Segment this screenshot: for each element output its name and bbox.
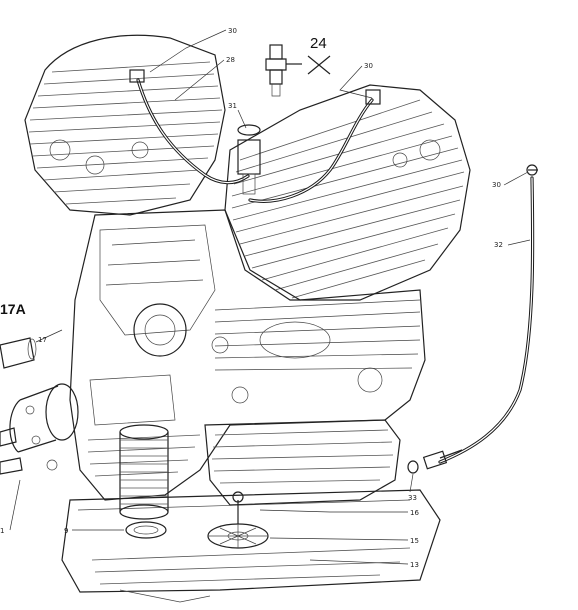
callout-1: 1 xyxy=(0,527,4,535)
left-exploded-parts xyxy=(0,337,79,475)
oil-pressure-sender xyxy=(265,44,302,97)
callout-labels: 30 28 24 30 31 30 32 17A 17 33 16 15 13 … xyxy=(0,27,503,569)
left-cylinder-fins xyxy=(28,61,223,205)
external-oil-line xyxy=(422,164,538,470)
callout-15: 15 xyxy=(410,537,419,545)
callout-24: 24 xyxy=(310,35,327,52)
callout-31: 31 xyxy=(228,102,237,110)
callout-32: 32 xyxy=(494,241,503,249)
oil-filter-cartridge xyxy=(119,424,169,520)
gearbox-housing xyxy=(204,419,401,506)
oil-pickup-strainer xyxy=(207,491,269,549)
callout-28: 28 xyxy=(226,56,235,64)
callout-30-far: 30 xyxy=(492,181,501,189)
right-cylinder-fins xyxy=(231,99,465,299)
filter-seal-ring xyxy=(125,521,167,539)
callout-16: 16 xyxy=(410,509,419,517)
callout-9: 9 xyxy=(64,527,68,535)
crankcase xyxy=(69,209,426,501)
leader-lines xyxy=(9,29,531,565)
callout-30-right: 30 xyxy=(364,62,373,70)
breather-hose-left xyxy=(129,69,250,185)
callout-33: 33 xyxy=(408,494,417,502)
breather-tee-fitting xyxy=(237,124,261,195)
oil-sump xyxy=(61,489,441,603)
sealing-washer xyxy=(407,460,419,474)
callout-17a: 17A xyxy=(0,301,26,317)
breather-hose-right xyxy=(248,89,381,203)
callout-13: 13 xyxy=(410,561,419,569)
left-cylinder-head xyxy=(24,34,226,216)
callout-17: 17 xyxy=(38,336,47,344)
right-cylinder-head xyxy=(224,84,471,301)
deleted-part-cross-mark xyxy=(307,55,331,75)
callout-30-top: 30 xyxy=(228,27,237,35)
